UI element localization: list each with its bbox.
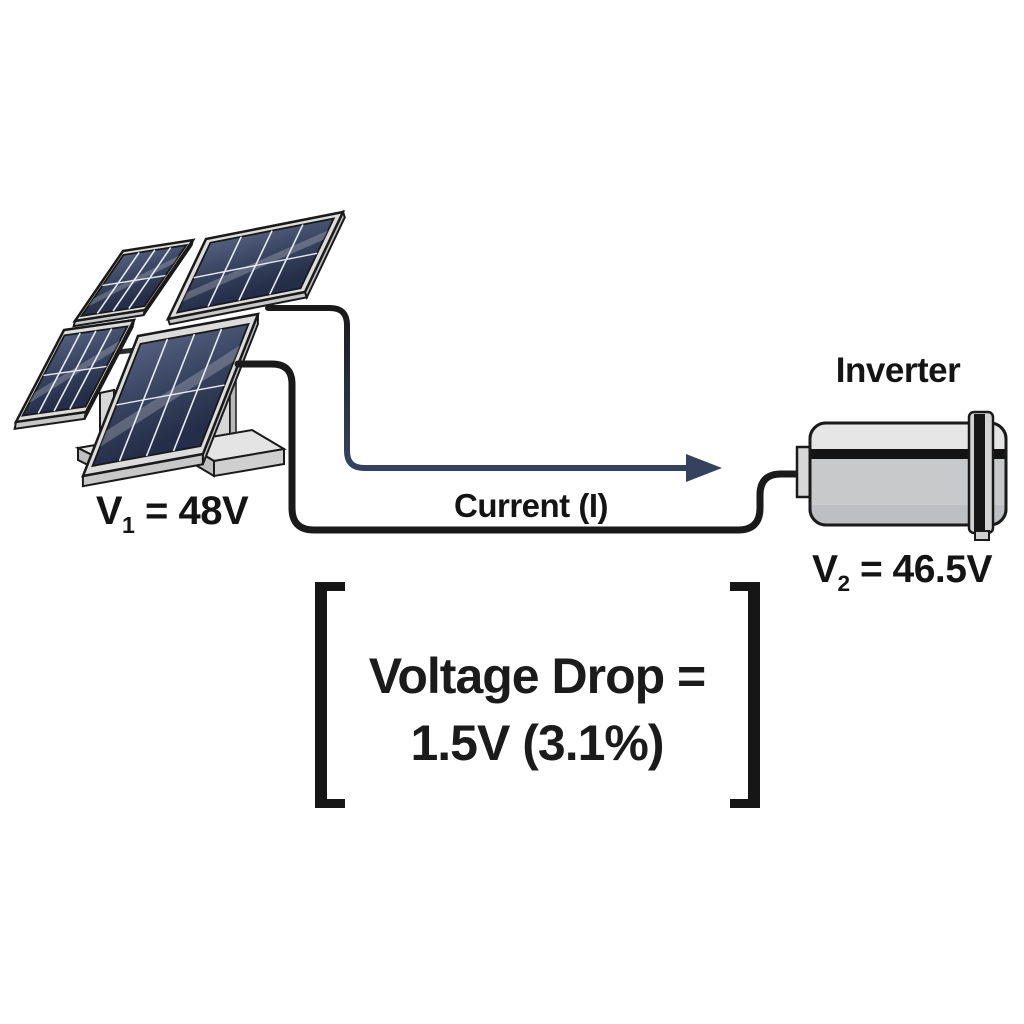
v1-subscript: 1: [122, 512, 135, 538]
v2-value: = 46.5V: [849, 548, 993, 591]
v1-voltage-label: V1 = 48V: [62, 489, 282, 537]
v2-voltage-label: V2 = 46.5V: [782, 548, 1022, 595]
wiring: [234, 305, 803, 534]
inverter-stripe: [810, 449, 1006, 459]
v1-value: = 48V: [134, 489, 249, 533]
left-bracket-icon: [315, 582, 345, 808]
voltage-drop-line2: 1.5V (3.1%): [410, 715, 664, 771]
current-arrowhead-icon: [686, 454, 722, 482]
inverter-strap-foot: [974, 530, 990, 541]
v2-base: V: [812, 548, 838, 591]
voltage-drop-line1: Voltage Drop =: [368, 648, 707, 704]
right-bracket-icon: [730, 582, 760, 808]
inverter-illustration: [795, 410, 1008, 541]
solar-panel-array: [10, 209, 350, 487]
inverter-strap: [974, 414, 985, 531]
current-label: Current (I): [454, 487, 609, 524]
pv-to-inverter-wire: [234, 360, 803, 534]
v2-subscript: 2: [837, 570, 851, 596]
voltage-drop-text: Voltage Drop = 1.5V (3.1%): [337, 643, 737, 777]
inverter-title: Inverter: [835, 351, 961, 390]
current-arrow-wire: [265, 305, 691, 471]
inverter-bottom-shade: [810, 505, 1006, 525]
inverter-outline: [808, 421, 1008, 527]
v1-base: V: [95, 489, 123, 533]
